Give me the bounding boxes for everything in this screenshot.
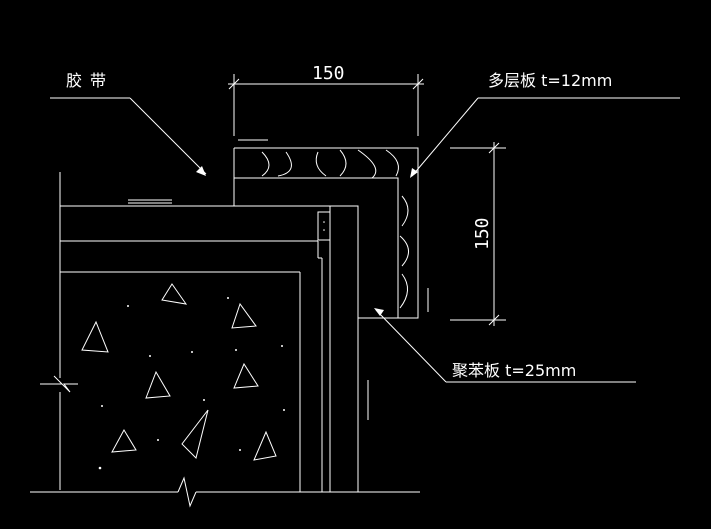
wood-grain-9 (399, 273, 408, 309)
label-foam-board: 聚苯板 t=25mm (452, 361, 576, 380)
arrow-tape (196, 166, 206, 176)
tape-insert (317, 211, 331, 241)
wood-grain-3 (315, 151, 327, 177)
dimension-lines (228, 74, 506, 326)
aggregate-8 (253, 430, 277, 461)
plywood-corner (233, 147, 419, 319)
aggregate-5 (233, 362, 259, 389)
break-symbol-left (40, 375, 78, 393)
dot (191, 351, 193, 353)
aggregate-7 (111, 428, 137, 453)
wood-grain-6 (385, 149, 399, 177)
label-plywood: 多层板 t=12mm (488, 71, 612, 90)
arrow-foam (374, 308, 384, 316)
aggregate-6 (181, 409, 209, 459)
leader-lines (50, 97, 680, 383)
aggregate-dots (98, 221, 325, 470)
dim-h-tick-right (412, 78, 424, 90)
dim-h-tick-left (228, 78, 240, 90)
foam-board (329, 205, 359, 493)
dim-v-tick-top (488, 142, 500, 154)
label-tape: 胶带 (66, 71, 114, 90)
dot (227, 297, 229, 299)
wood-grain-2 (277, 151, 292, 177)
dot (98, 466, 102, 470)
dot (283, 409, 285, 411)
dot (157, 439, 159, 441)
wood-grain-4 (339, 149, 347, 177)
dot (281, 345, 283, 347)
leader-plywood (411, 97, 479, 177)
dot (101, 405, 103, 407)
dot (127, 305, 129, 307)
wood-grain-1 (261, 151, 270, 177)
arrow-plywood (410, 168, 418, 178)
wood-grain-5 (357, 149, 377, 179)
leader-tape (129, 97, 207, 175)
dim-v-tick-bottom (488, 314, 500, 326)
wood-grain-7 (401, 195, 409, 227)
dot (203, 399, 205, 401)
dot (239, 449, 241, 451)
aggregate-3 (231, 302, 257, 329)
dot (235, 349, 237, 351)
aggregate-1 (161, 283, 188, 305)
dot (149, 355, 151, 357)
dot (323, 221, 325, 223)
dim-horizontal-value: 150 (312, 63, 345, 84)
break-symbol-bottom (177, 476, 197, 508)
leader-arrows (196, 166, 418, 316)
leader-foam (375, 309, 447, 383)
dim-vertical-value: 150 (472, 217, 493, 250)
aggregate-2 (81, 320, 109, 353)
wood-grain-8 (399, 235, 409, 267)
dot (323, 229, 325, 231)
structure-lines (30, 139, 429, 508)
aggregate-4 (145, 370, 171, 399)
